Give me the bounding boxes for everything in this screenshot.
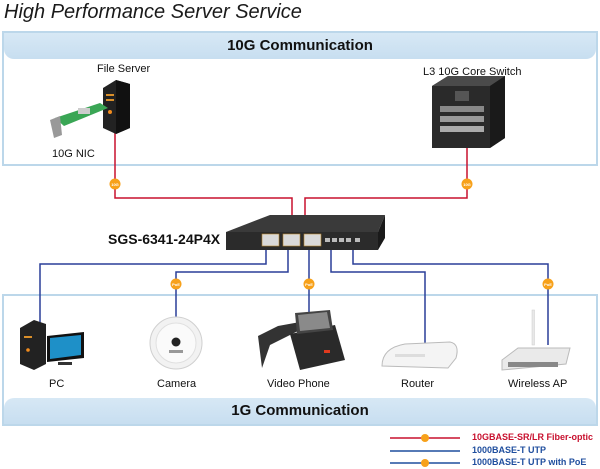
router-label: Router (401, 378, 435, 390)
pc-label: PC (49, 378, 65, 390)
core-switch-icon (432, 76, 505, 148)
svg-text:10G: 10G (111, 182, 119, 187)
badge-poe-camera: PoE (170, 278, 182, 290)
one-g-section-header: 1G Communication (4, 398, 596, 424)
svg-text:PoE: PoE (305, 282, 313, 287)
page-title: High Performance Server Service (4, 1, 302, 23)
legend-utp-label: 1000BASE-T UTP (472, 445, 547, 455)
legend-fiber-label: 10GBASE-SR/LR Fiber-optic (472, 432, 594, 442)
pc-icon (20, 320, 84, 370)
router-icon (381, 341, 458, 369)
badge-poe-video-phone: PoE (303, 278, 315, 290)
nic-label: 10G NIC (52, 148, 95, 160)
nic-card-icon (50, 103, 108, 138)
ten-g-section-header: 10G Communication (4, 33, 596, 59)
video-phone-label: Video Phone (267, 378, 330, 390)
fiber-link-core-switch (304, 132, 468, 216)
badge-10g-right: 10G (461, 178, 473, 190)
camera-label: Camera (157, 378, 197, 390)
core-switch-label: L3 10G Core Switch (423, 66, 522, 78)
legend-lines (390, 434, 460, 467)
legend-10g-badge (421, 434, 429, 442)
svg-text:PoE: PoE (544, 282, 552, 287)
svg-text:10G: 10G (463, 182, 471, 187)
switch-icon (226, 215, 385, 250)
file-server-label: File Server (97, 63, 151, 75)
badge-10g-left: 10G (109, 178, 121, 190)
wireless-ap-label: Wireless AP (508, 378, 568, 390)
utp-link-router (330, 248, 426, 345)
legend-poe-label: 1000BASE-T UTP with PoE (472, 457, 587, 467)
file-server-icon (103, 80, 130, 134)
camera-icon (149, 316, 203, 370)
utp-link-wireless-ap (352, 248, 549, 345)
legend-poe-badge (421, 459, 429, 467)
badge-poe-wireless-ap: PoE (542, 278, 554, 290)
svg-text:PoE: PoE (172, 282, 180, 287)
video-phone-icon (258, 310, 345, 370)
switch-model-label: SGS-6341-24P4X (108, 231, 221, 247)
wireless-ap-icon (501, 309, 571, 371)
fiber-link-file-server (114, 132, 293, 216)
utp-link-camera (175, 248, 289, 318)
utp-link-pc (39, 248, 267, 330)
